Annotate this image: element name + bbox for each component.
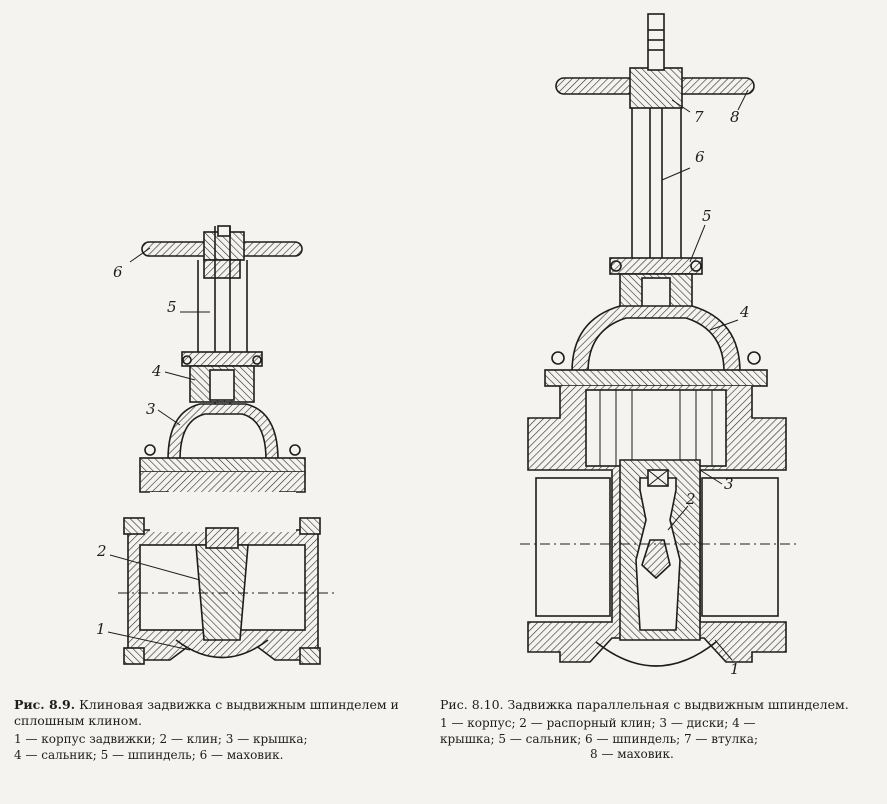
- callout-2-left: 2: [97, 542, 107, 560]
- caption-right: Рис. 8.10. Задвижка параллельная с выдви…: [440, 697, 872, 763]
- callout-3-left: 3: [146, 400, 156, 418]
- gland-left: [181, 351, 263, 403]
- caption-right-legend-line2: крышка; 5 — сальник; 6 — шпиндель; 7 — в…: [440, 731, 759, 746]
- caption-left-legend-line2: 4 — сальник; 5 — шпиндель; 6 — маховик.: [14, 747, 284, 762]
- bonnet-left: [139, 403, 306, 473]
- caption-left: Рис. 8.9. Клиновая задвижка с выдвижным …: [14, 697, 414, 763]
- caption-left-legend: 1 — корпус задвижки; 2 — клин; 3 — крышк…: [14, 732, 414, 763]
- caption-left-number: Рис. 8.9.: [14, 697, 76, 712]
- callout-6-right: 6: [695, 148, 705, 166]
- callout-6-left: 6: [113, 263, 123, 281]
- callout-8-right: 8: [730, 108, 740, 126]
- leaders-left: [107, 247, 210, 651]
- leaders-right: [661, 89, 749, 661]
- callout-7-right: 7: [694, 108, 704, 126]
- wedge-left: [195, 527, 249, 641]
- handwheel-left: [141, 225, 303, 261]
- caption-right-number: Рис. 8.10.: [440, 697, 504, 712]
- gland-right: [609, 257, 703, 309]
- callout-5-right: 5: [702, 207, 712, 225]
- callout-4-left: 4: [152, 362, 162, 380]
- caption-left-title: Рис. 8.9. Клиновая задвижка с выдвижным …: [14, 697, 414, 729]
- caption-right-legend: 1 — корпус; 2 — распорный клин; 3 — диск…: [440, 716, 872, 763]
- caption-left-legend-line1: 1 — корпус задвижки; 2 — клин; 3 — крышк…: [14, 732, 308, 746]
- handwheel-right: [555, 13, 755, 109]
- discs-right: [619, 459, 701, 641]
- callout-5-left: 5: [167, 298, 177, 316]
- bonnet-right: [544, 305, 768, 387]
- parallel-gate-valve-drawing: [520, 13, 800, 667]
- caption-left-text: Клиновая задвижка с выдвижным шпинделем …: [14, 697, 399, 728]
- caption-right-title: Рис. 8.10. Задвижка параллельная с выдви…: [440, 697, 872, 713]
- caption-right-legend-line1: 1 — корпус; 2 — распорный клин; 3 — диск…: [440, 716, 756, 730]
- callout-1-left: 1: [96, 620, 106, 638]
- callout-4-right: 4: [740, 303, 750, 321]
- wedge-gate-valve-drawing: [107, 225, 335, 665]
- callout-2-right: 2: [686, 490, 696, 508]
- caption-right-text: Задвижка параллельная с выдвижным шпинде…: [507, 697, 849, 712]
- callout-1-right: 1: [730, 660, 740, 678]
- caption-right-legend-line3: 8 — маховик.: [590, 747, 674, 761]
- callout-3-right: 3: [724, 475, 734, 493]
